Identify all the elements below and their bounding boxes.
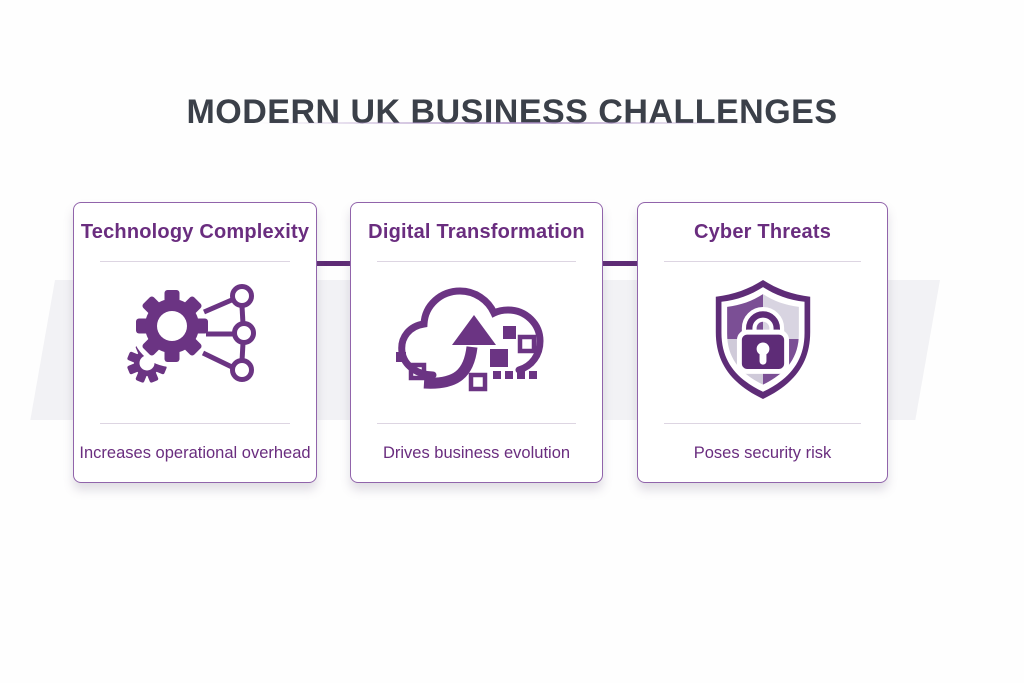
card-cyber-threats: Cyber Threats (637, 202, 888, 483)
card-technology-complexity: Technology Complexity (73, 202, 317, 483)
card-description: Drives business evolution (382, 443, 571, 462)
card-divider-top (100, 261, 290, 262)
gear-network-icon (120, 279, 270, 406)
card-title: Technology Complexity (80, 220, 310, 243)
card-connector-right (603, 261, 637, 266)
card-divider-top (377, 261, 576, 262)
shield-lock-icon (704, 277, 822, 408)
card-icon-area (74, 262, 316, 423)
card-description: Increases operational overhead (79, 443, 311, 462)
title-divider (257, 122, 767, 124)
card-title: Digital Transformation (368, 220, 585, 243)
cloud-upload-arrow-icon (391, 279, 563, 406)
card-divider-bottom (100, 423, 290, 424)
card-divider-bottom (377, 423, 576, 424)
card-description: Poses security risk (693, 443, 832, 462)
card-icon-area (638, 262, 887, 423)
card-digital-transformation: Digital Transformation (350, 202, 603, 483)
card-divider-bottom (664, 423, 861, 424)
card-divider-top (664, 261, 861, 262)
page-title: MODERN UK BUSINESS CHALLENGES (186, 92, 838, 131)
card-title: Cyber Threats (693, 220, 832, 243)
card-icon-area (351, 262, 602, 423)
card-connector-left (317, 261, 350, 266)
